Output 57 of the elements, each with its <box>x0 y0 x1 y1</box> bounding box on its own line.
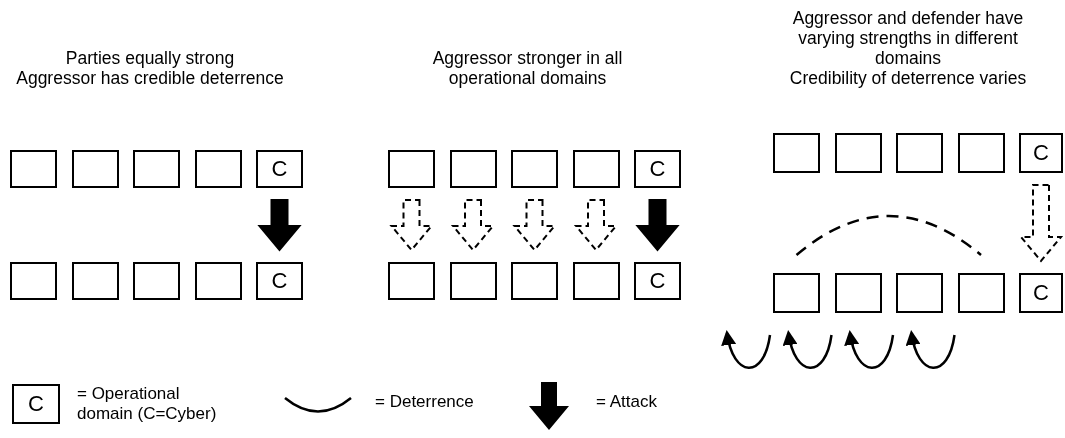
curved-arrow <box>844 330 895 369</box>
panel-heading: Aggressor stronger in all operational domains <box>431 48 624 88</box>
curved-arrow <box>783 330 833 369</box>
domain-letter: C <box>271 268 288 294</box>
domain-symbol: C <box>12 384 60 424</box>
domain-box <box>511 262 558 300</box>
domain-box <box>388 262 435 300</box>
domain-box <box>71 262 119 300</box>
panel-heading: Aggressor and defender have varying strengths in different domains <box>791 8 1025 68</box>
block-arrow <box>573 199 619 252</box>
domain-box <box>634 262 681 300</box>
domain-box <box>194 262 242 300</box>
domain-box <box>388 150 435 188</box>
domain-box <box>896 273 943 313</box>
domain-box <box>133 262 180 300</box>
domain-box <box>71 150 119 188</box>
curved-arrow <box>906 330 956 369</box>
domain-letter: C <box>649 156 666 182</box>
domain-letter: C <box>1033 280 1049 306</box>
domain-box <box>572 150 620 188</box>
domain-box <box>572 262 620 300</box>
block-arrow <box>450 199 496 252</box>
domain-box <box>1019 133 1063 173</box>
domain-box <box>957 133 1005 173</box>
domain-box <box>133 150 180 188</box>
panel-heading: Parties equally strong <box>64 48 236 68</box>
domain-box <box>1019 273 1063 313</box>
domain-box <box>10 262 57 300</box>
domain-box <box>773 273 820 313</box>
legend-text: = Attack <box>596 392 658 412</box>
domain-box <box>634 150 681 188</box>
domain-box <box>834 273 882 313</box>
domain-box <box>896 133 943 173</box>
block-arrow <box>635 199 680 252</box>
domain-box <box>957 273 1005 313</box>
domain-box <box>256 150 303 188</box>
legend-text: = Deterrence <box>375 392 475 412</box>
deterrence-arc <box>795 214 982 256</box>
block-arrow <box>1018 184 1064 263</box>
domain-box <box>194 150 242 188</box>
domain-letter: C <box>271 156 288 182</box>
domain-box <box>449 262 497 300</box>
domain-box <box>256 262 303 300</box>
block-arrow <box>512 199 557 252</box>
domain-box <box>834 133 882 173</box>
panel-heading: Aggressor has credible deterrence <box>15 68 285 88</box>
domain-box <box>511 150 558 188</box>
block-arrow <box>389 199 434 252</box>
block-arrow <box>257 199 302 252</box>
domain-box <box>449 150 497 188</box>
panel-heading: Credibility of deterrence varies <box>788 68 1028 88</box>
curved-arrow <box>721 330 772 369</box>
domain-letter: C <box>649 268 666 294</box>
legend-text: = Operational domain (C=Cyber) <box>77 384 217 424</box>
domain-box <box>10 150 57 188</box>
domain-box <box>773 133 820 173</box>
domain-letter: C <box>1033 140 1049 166</box>
